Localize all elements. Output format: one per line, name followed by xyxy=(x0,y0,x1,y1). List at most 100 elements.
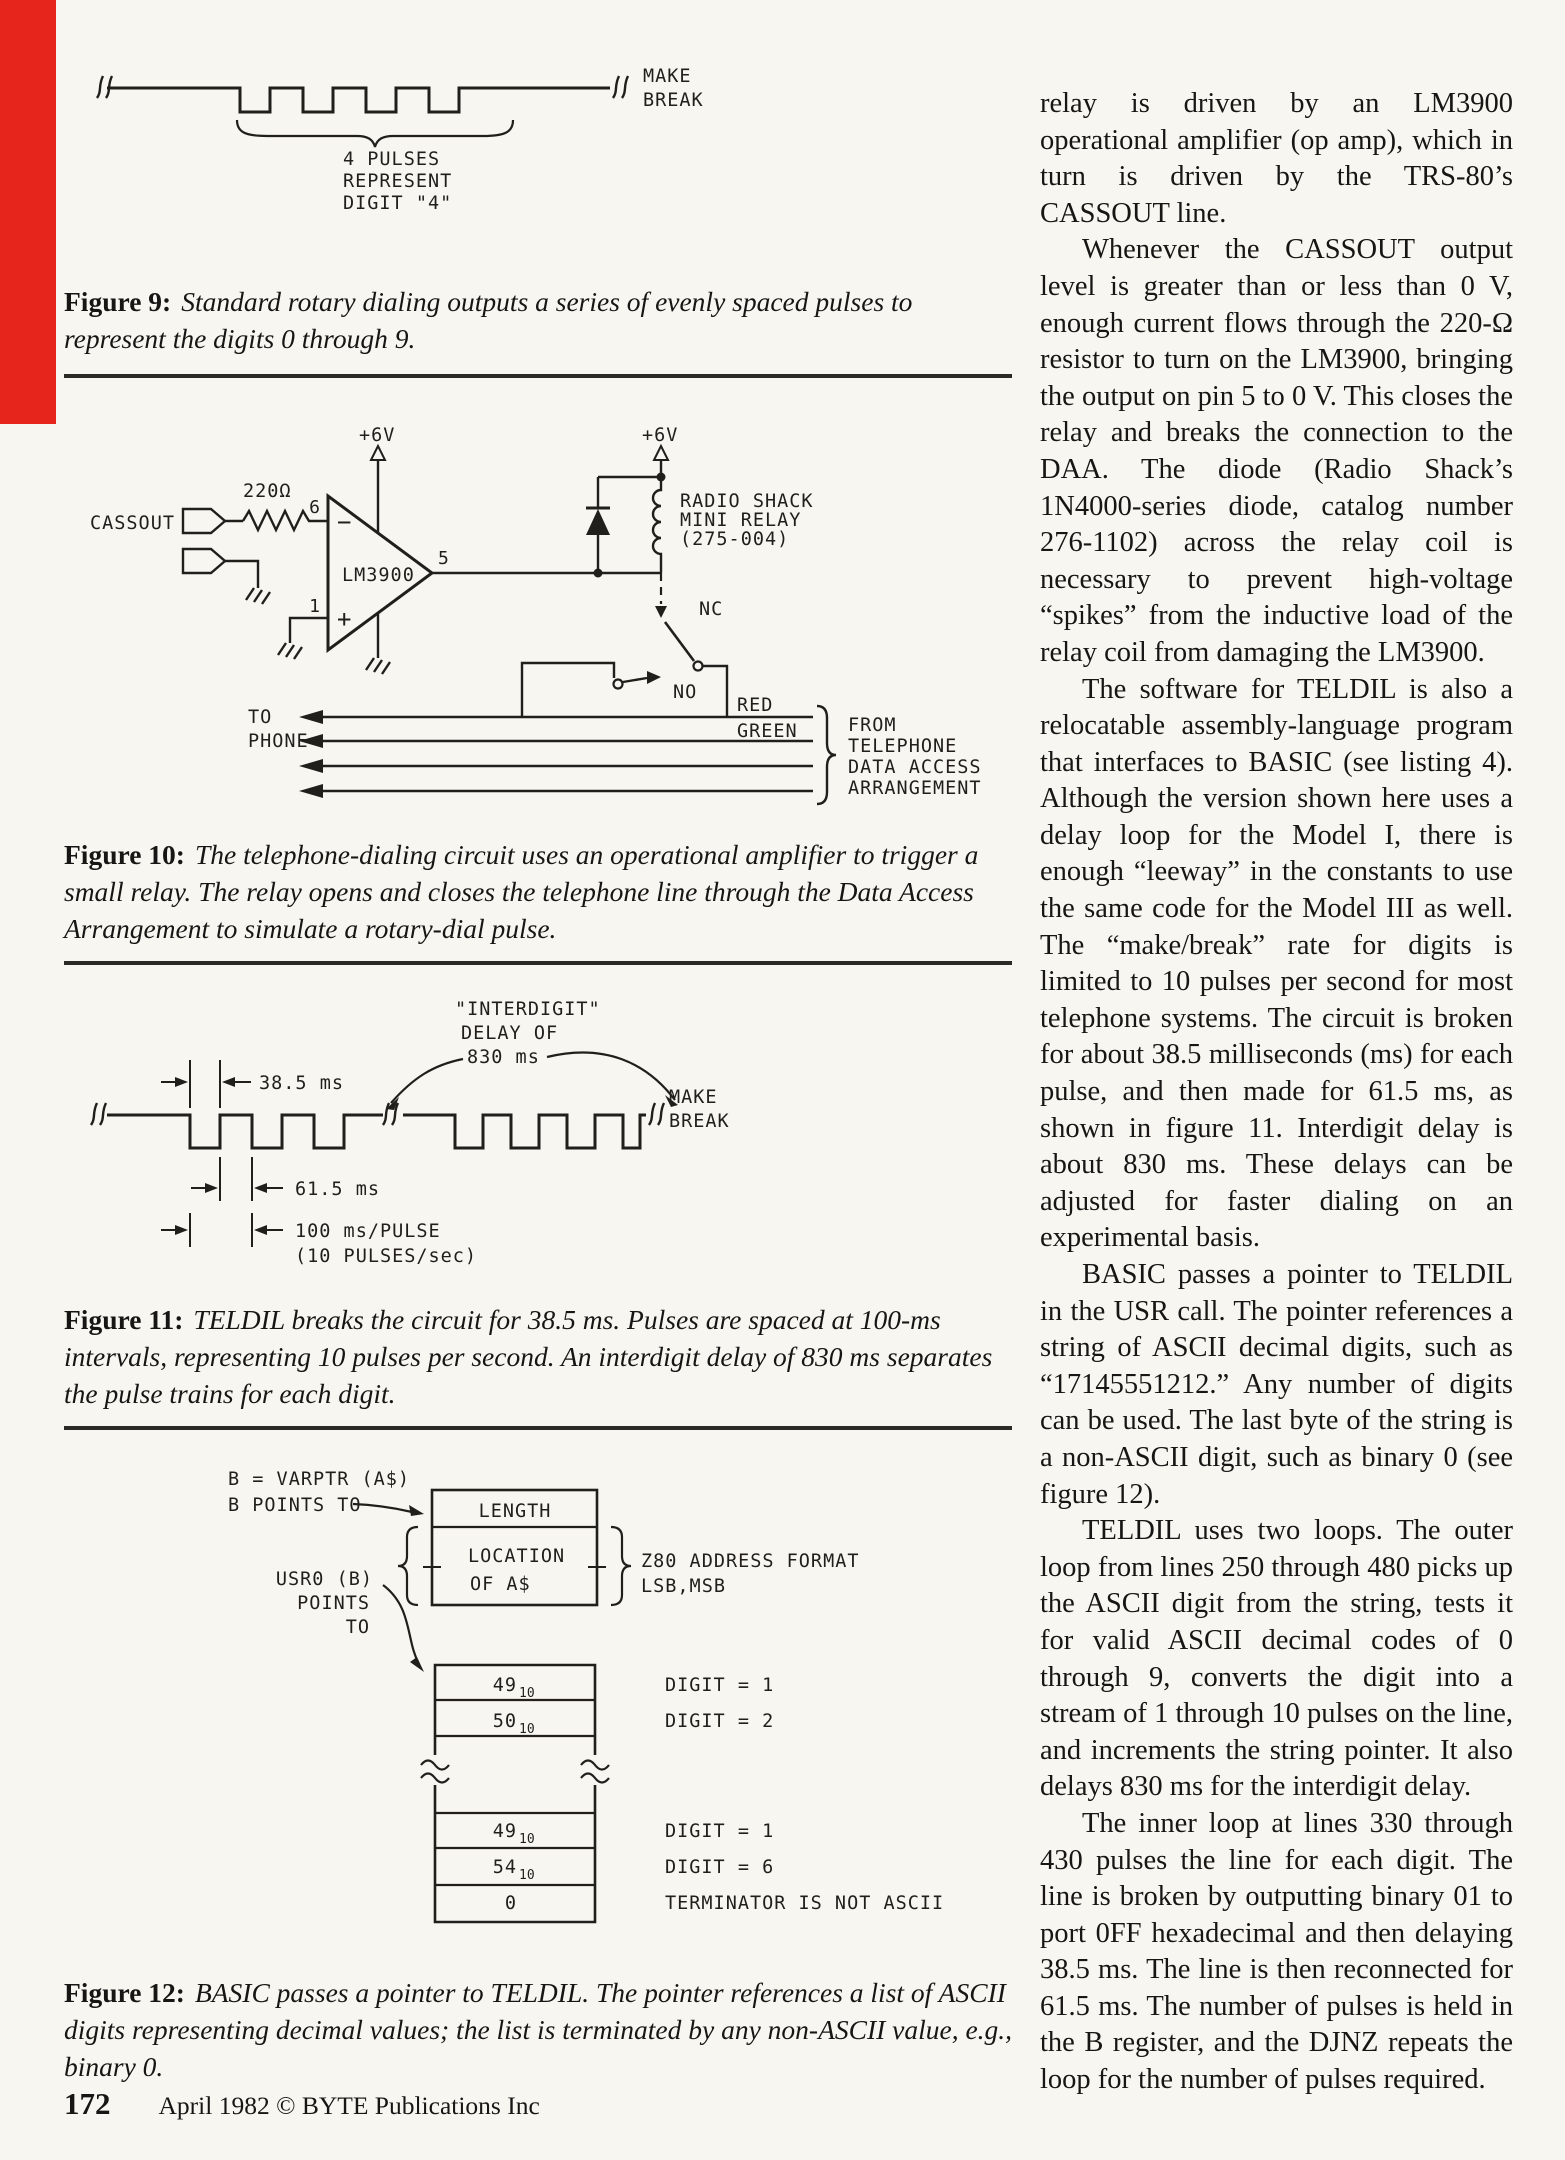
interdigit-label-line2: DELAY OF xyxy=(461,1023,558,1044)
switch-to-phone-lead xyxy=(520,661,616,717)
opamp-bottom-ground xyxy=(364,613,392,676)
memory-row: 49 10 DIGIT = 1 xyxy=(493,1821,774,1847)
brace-note-line2: REPRESENT xyxy=(343,171,452,192)
list-break-marks xyxy=(420,1759,610,1784)
flyback-diode xyxy=(586,477,610,573)
row-subscript: 10 xyxy=(519,1832,535,1847)
interdigit-arc-arrow xyxy=(386,1051,678,1110)
nc-contact-label: NC xyxy=(699,599,723,620)
opamp-minus-input: − xyxy=(337,508,352,536)
descriptor-right-brace xyxy=(610,1525,632,1607)
location-cell-line2: OF A$ xyxy=(470,1574,531,1595)
to-phone-label-line1: TO xyxy=(248,707,272,728)
switch-to-red-lead xyxy=(702,664,729,717)
switch-armature xyxy=(663,621,704,672)
digit-list-box xyxy=(420,1663,610,1924)
usr0-label-line2: POINTS xyxy=(297,1593,370,1614)
period-dimension xyxy=(161,1213,283,1247)
relay-label-line3: (275-004) xyxy=(680,529,789,550)
break-label: BREAK xyxy=(669,1111,730,1132)
row-value: 0 xyxy=(505,1893,517,1914)
publication-credit: April 1982 © BYTE Publications Inc xyxy=(158,2091,540,2120)
red-wire-label: RED xyxy=(737,695,773,716)
article-paragraph: The inner loop at lines 330 through 430 … xyxy=(1040,1807,1513,2096)
memory-row: 49 10 DIGIT = 1 xyxy=(493,1675,774,1701)
b-points-to-label: B POINTS TO xyxy=(228,1495,362,1516)
figure10-caption-tag: Figure 10: xyxy=(64,839,185,870)
no-contact-label: NO xyxy=(673,682,697,703)
break-ms-label: 38.5 ms xyxy=(259,1073,344,1094)
daa-label-line3: DATA ACCESS xyxy=(848,757,982,778)
break-label: BREAK xyxy=(643,90,704,111)
plus6v-left-arrow xyxy=(369,443,387,533)
row-note: DIGIT = 2 xyxy=(665,1711,774,1732)
daa-label-line1: FROM xyxy=(848,715,897,736)
relay-label-line2: MINI RELAY xyxy=(680,510,801,531)
to-phone-label-line2: PHONE xyxy=(248,731,309,752)
varptr-label: B = VARPTR (A$) xyxy=(228,1469,410,1490)
daa-label-line4: ARRANGEMENT xyxy=(848,778,982,799)
figure10-caption: Figure 10:The telephone-dialing circuit … xyxy=(64,836,1014,947)
row-subscript: 10 xyxy=(519,1686,535,1701)
memory-row: 54 10 DIGIT = 6 xyxy=(493,1857,774,1883)
article-paragraph: BASIC passes a pointer to TELDIL in the … xyxy=(1040,1259,1513,1510)
brace-note-line3: DIGIT "4" xyxy=(343,193,452,214)
figure12-caption-text: BASIC passes a pointer to TELDIL. The po… xyxy=(64,1977,1013,2082)
row-note: DIGIT = 6 xyxy=(665,1857,774,1878)
figure9-rotary-pulse-diagram: MAKE BREAK 4 PULSES REPRESENT DIGIT "4" xyxy=(95,66,704,214)
pulse-rate-label-line1: 100 ms/PULSE xyxy=(295,1221,441,1242)
pin1-label: 1 xyxy=(309,596,321,617)
pin1-ground xyxy=(276,616,328,661)
usr0-label-line1: USR0 (B) xyxy=(276,1569,373,1590)
row-value: 49 xyxy=(493,1675,517,1696)
figure12-caption-tag: Figure 12: xyxy=(64,1977,185,2008)
memory-row: 50 10 DIGIT = 2 xyxy=(493,1711,774,1737)
resistor-zigzag xyxy=(241,508,328,533)
row-note: DIGIT = 1 xyxy=(665,1821,774,1842)
pulse-rate-label-line2: (10 PULSES/sec) xyxy=(295,1246,477,1267)
figure9-caption-tag: Figure 9: xyxy=(64,286,172,317)
section-rule-3 xyxy=(64,1426,1012,1430)
cassout-label: CASSOUT xyxy=(90,513,175,534)
opamp-plus-input: + xyxy=(337,605,352,633)
row-subscript: 10 xyxy=(519,1722,535,1737)
article-paragraph: Whenever the CASSOUT output level is gre… xyxy=(1040,234,1513,668)
relay-coil xyxy=(651,477,663,573)
phone-line-3 xyxy=(299,759,813,773)
underbrace xyxy=(235,119,515,148)
figure12-pointer-memory-diagram: B = VARPTR (A$) B POINTS TO LENGTH LOCAT… xyxy=(228,1469,943,1924)
figure12-caption: Figure 12:BASIC passes a pointer to TELD… xyxy=(64,1974,1014,2085)
interdigit-label-line3: 830 ms xyxy=(467,1047,540,1068)
usr0-label-line3: TO xyxy=(346,1617,370,1638)
section-rule-1 xyxy=(64,374,1012,378)
z80-format-line2: LSB,MSB xyxy=(641,1576,726,1597)
daa-label-line2: TELEPHONE xyxy=(848,736,957,757)
figure10-dialing-circuit-schematic: CASSOUT 220Ω 6 − + LM3900 1 5 +6V xyxy=(90,425,982,806)
opamp-triangle xyxy=(326,493,435,653)
relay-actuation-dashed-link xyxy=(655,573,667,618)
article-paragraph: The software for TELDIL is also a reloca… xyxy=(1040,673,1513,1254)
page-footer: 172 April 1982 © BYTE Publications Inc xyxy=(64,2086,540,2122)
page-edge-red-strip xyxy=(0,0,56,424)
string-descriptor-box xyxy=(423,1488,606,1607)
row-value: 54 xyxy=(493,1857,517,1878)
figure11-caption: Figure 11:TELDIL breaks the circuit for … xyxy=(64,1301,1014,1412)
figure10-caption-text: The telephone-dialing circuit uses an op… xyxy=(64,839,979,944)
figure11-caption-tag: Figure 11: xyxy=(64,1304,184,1335)
make-label: MAKE xyxy=(643,66,692,87)
article-paragraph: relay is driven by an LM3900 operational… xyxy=(1040,88,1513,229)
green-wire-label: GREEN xyxy=(737,721,798,742)
page-number: 172 xyxy=(64,2086,111,2121)
pulse-train-waveform xyxy=(89,1101,666,1150)
descriptor-left-brace xyxy=(397,1525,419,1607)
make-ms-label: 61.5 ms xyxy=(295,1179,380,1200)
plus6v-right-arrow xyxy=(652,443,670,477)
article-text-column: relay is driven by an LM3900 operational… xyxy=(1040,86,1513,2099)
no-contact xyxy=(612,671,661,690)
ground-connector xyxy=(181,547,272,606)
row-value: 49 xyxy=(493,1821,517,1842)
pulse-waveform xyxy=(95,74,630,114)
figure9-caption-text: Standard rotary dialing outputs a series… xyxy=(64,286,913,354)
row-note: DIGIT = 1 xyxy=(665,1675,774,1696)
